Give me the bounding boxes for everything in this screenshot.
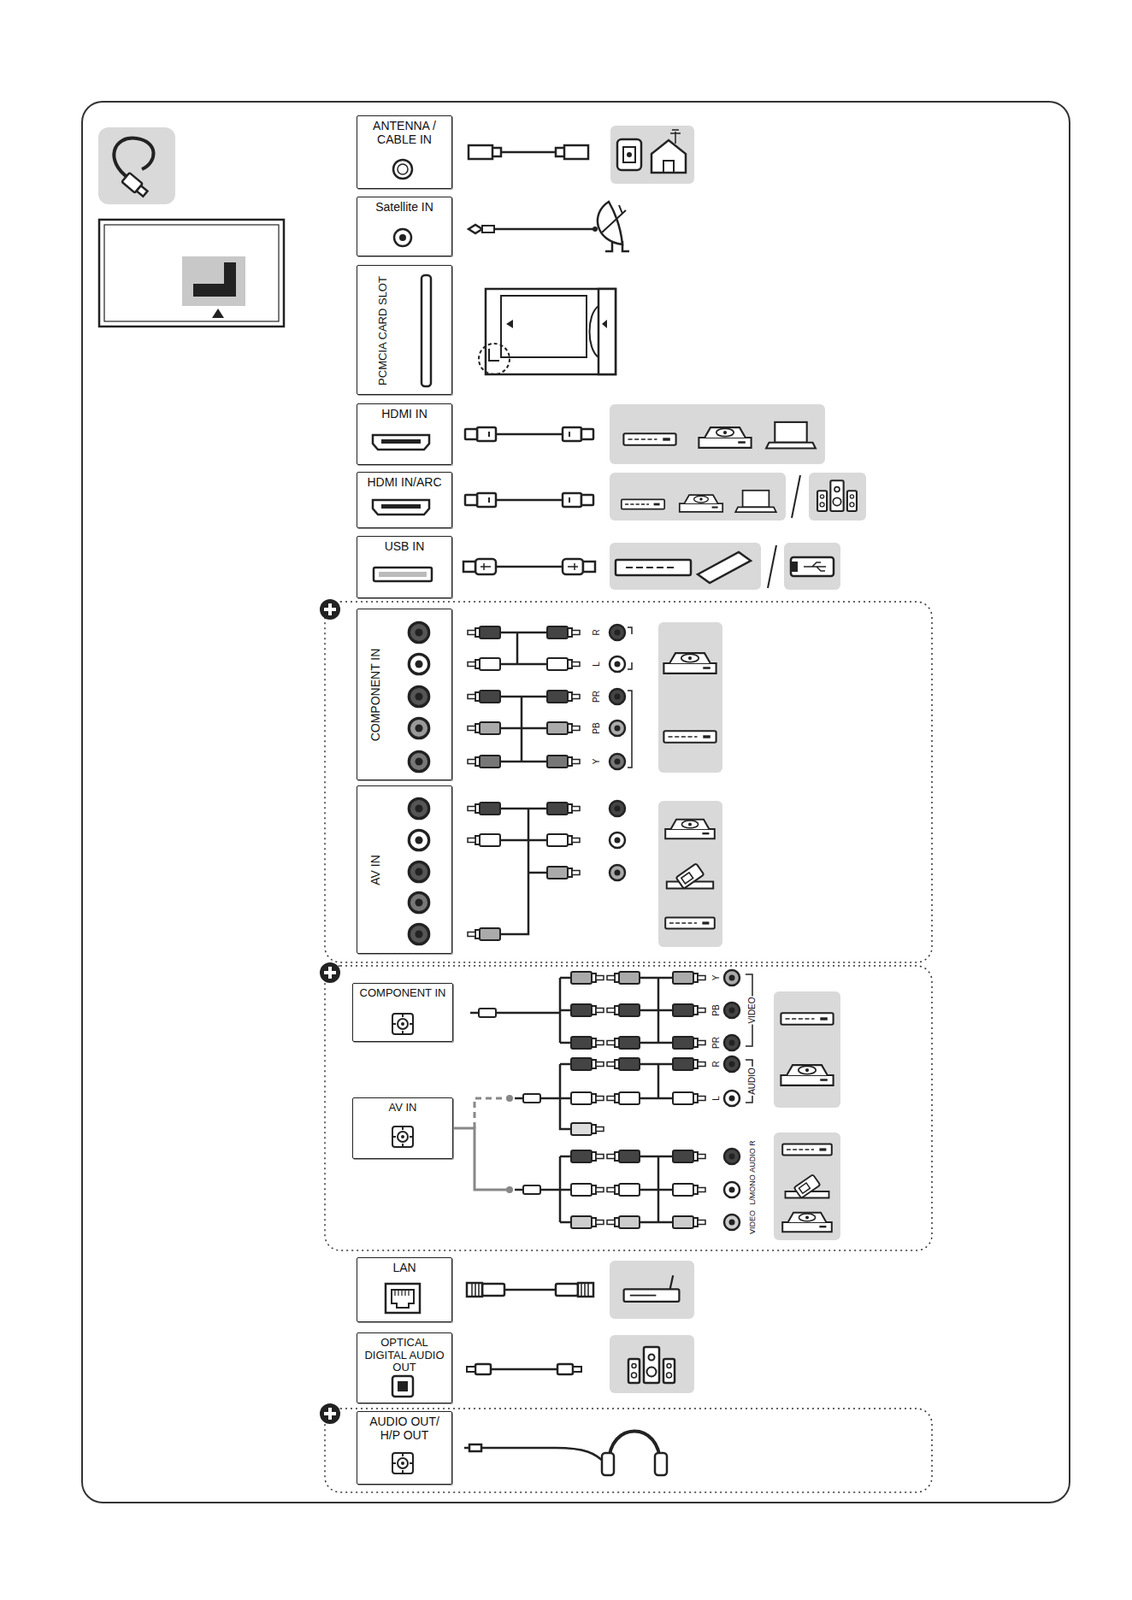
port-label: USB IN (357, 536, 452, 555)
port-label: HDMI IN (357, 404, 452, 422)
jack-label: L (592, 660, 602, 668)
port-label: AUDIO OUT/ H/P OUT (357, 1412, 452, 1443)
port-box: AUDIO OUT/ H/P OUT (356, 1411, 453, 1486)
jack-label: PB (712, 1003, 721, 1017)
port-box: OPTICAL DIGITAL AUDIO OUT (356, 1332, 453, 1404)
port-box: ANTENNA / CABLE IN (356, 115, 453, 189)
port-label: Satellite IN (357, 197, 452, 215)
port-box: PCMCIA CARD SLOT (356, 265, 453, 396)
port-label: ANTENNA / CABLE IN (357, 116, 452, 147)
port-box: COMPONENT IN (356, 608, 453, 781)
jack-label: R (592, 628, 602, 637)
port-box: Satellite IN (356, 196, 453, 257)
port-label: PCMCIA CARD SLOT (377, 276, 390, 386)
port-label: AV IN (353, 1098, 453, 1115)
jack-label: AUDIO R (748, 1139, 757, 1174)
jack-label: VIDEO (748, 1209, 757, 1236)
port-label: OPTICAL DIGITAL AUDIO OUT (357, 1333, 452, 1375)
port-box: COMPONENT IN (352, 983, 454, 1043)
port-box: HDMI IN/ARC (356, 471, 453, 529)
port-box: HDMI IN (356, 403, 453, 466)
port-label: COMPONENT IN (369, 648, 384, 743)
jack-label: L/MONO (748, 1173, 757, 1207)
port-label: COMPONENT IN (353, 984, 453, 1001)
jack-label: AUDIO (748, 1067, 757, 1097)
port-box: AV IN (352, 1097, 454, 1160)
jack-label: PR (712, 1036, 721, 1050)
jack-label: Y (592, 758, 602, 767)
port-label: AV IN (369, 854, 384, 886)
jack-label: PR (592, 689, 602, 704)
jack-label: PB (592, 721, 602, 735)
jack-label: L (712, 1095, 721, 1103)
jack-label: VIDEO (748, 996, 757, 1025)
jack-label: R (712, 1060, 721, 1068)
port-label: HDMI IN/ARC (357, 472, 452, 490)
jack-label: Y (712, 974, 721, 983)
port-box: USB IN (356, 536, 453, 599)
port-label: LAN (357, 1258, 452, 1276)
port-box: AV IN (356, 785, 453, 955)
port-box: LAN (356, 1257, 453, 1323)
